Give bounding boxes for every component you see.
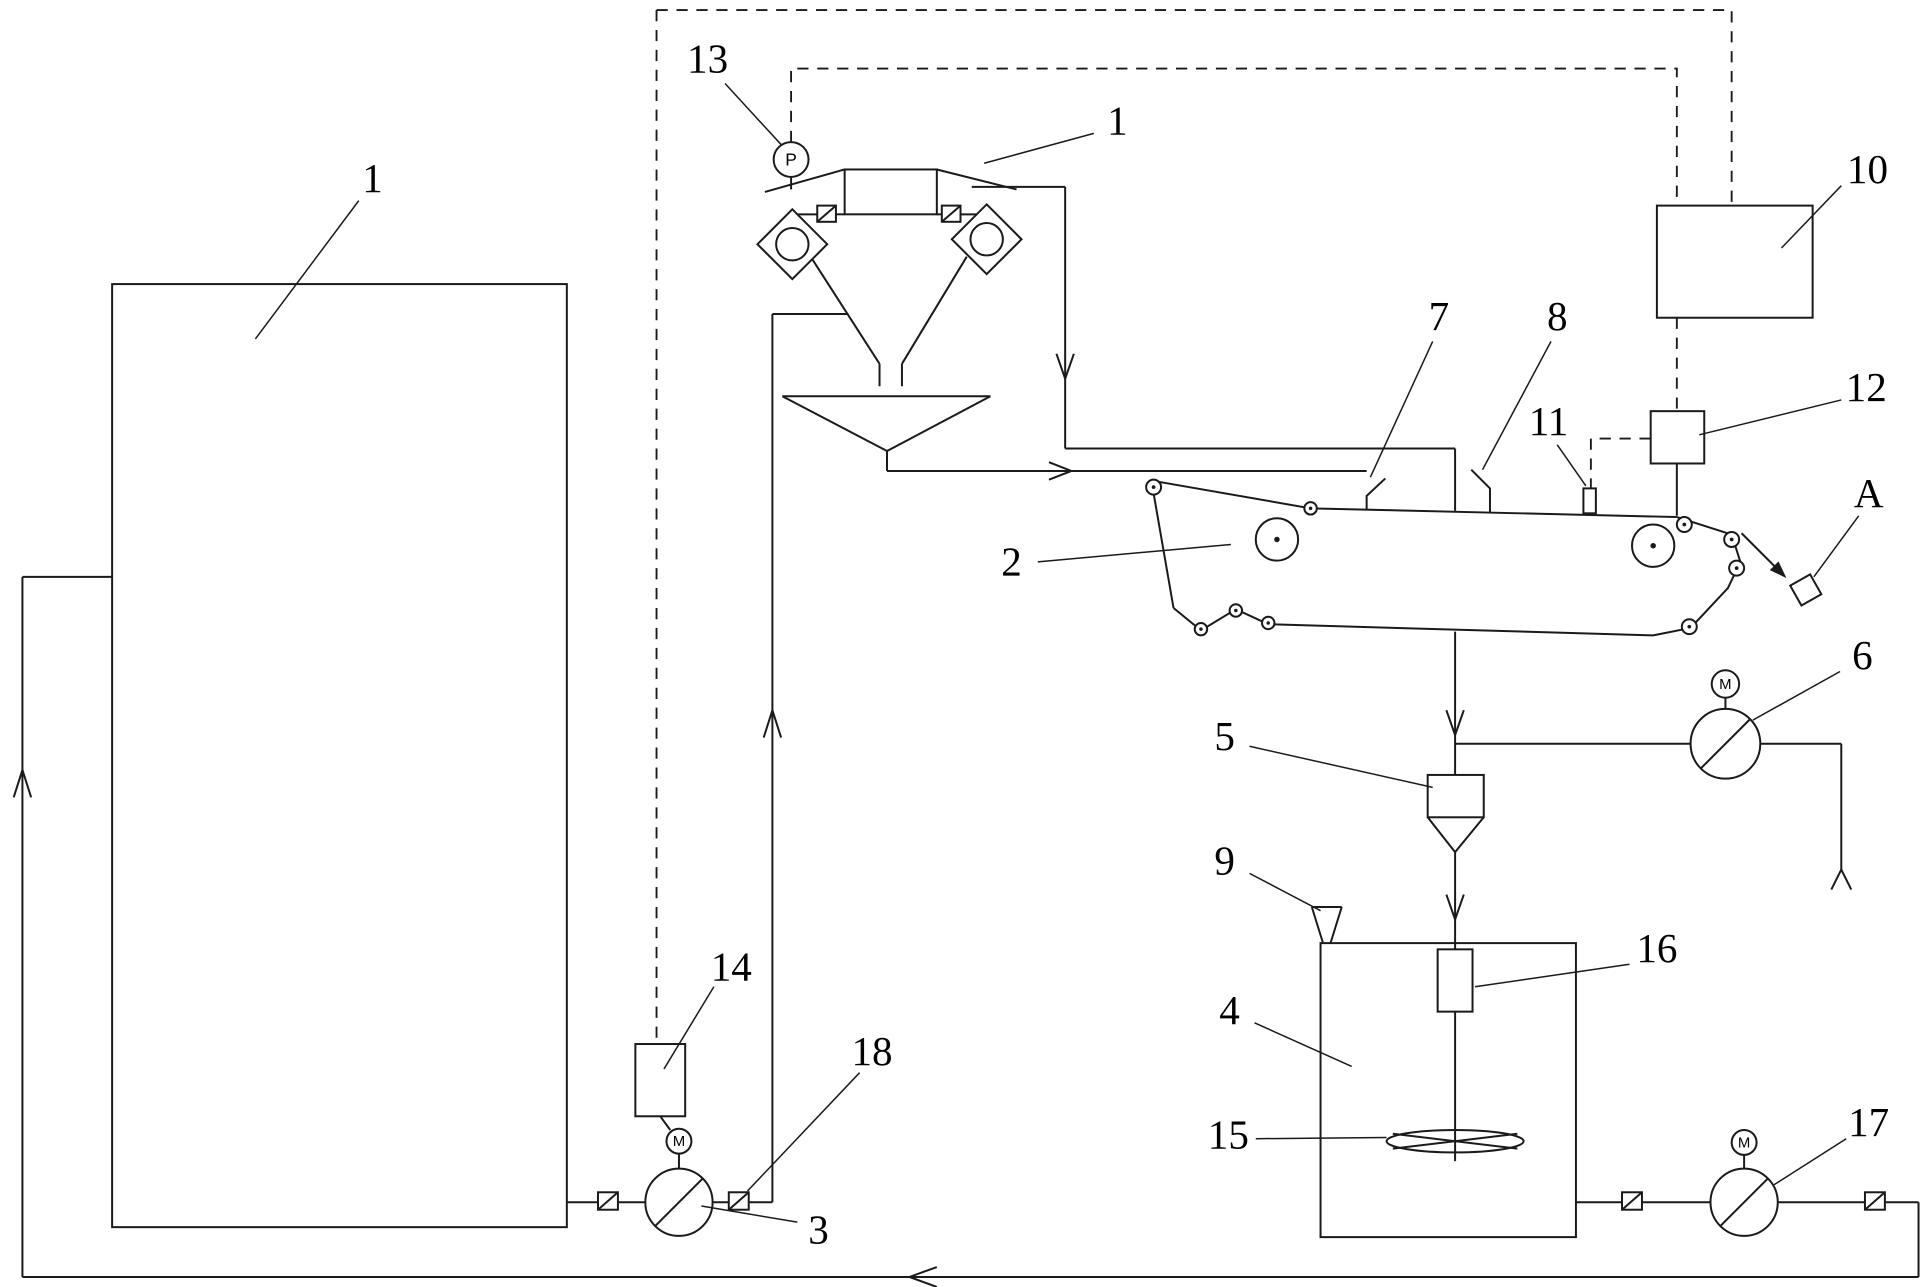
label-feed-pump: 3 xyxy=(808,1206,829,1252)
feed-pump: M xyxy=(644,1127,714,1237)
control-circuit xyxy=(634,9,1814,1131)
label-mixing-tank: 4 xyxy=(1219,987,1240,1033)
labels: 1 1 13 10 7 8 11 12 A 2 6 5 9 4 16 15 14… xyxy=(362,35,1889,1252)
label-inlet-fitting: 16 xyxy=(1636,925,1677,971)
discharge-pump-motor-letter: M xyxy=(1738,1134,1750,1151)
leader-lines xyxy=(254,83,1860,1223)
label-control-unit: 10 xyxy=(1847,146,1888,192)
mill-valve-right xyxy=(940,204,962,223)
sampling-point xyxy=(1740,532,1823,607)
agitator-impeller-blades xyxy=(1385,1128,1525,1154)
conveyor-head-pulley xyxy=(1630,523,1676,568)
arrow-up-feed-riser xyxy=(762,706,783,738)
chute-left-plate xyxy=(1365,477,1387,510)
arrow-up-left-riser xyxy=(12,766,33,798)
fan-motor xyxy=(1710,669,1741,699)
pressure-gauge-letter: P xyxy=(785,150,797,170)
label-pressure-gauge: 13 xyxy=(687,35,728,81)
arrow-to-sample xyxy=(1769,561,1787,579)
label-exhaust-fan: 6 xyxy=(1852,632,1873,678)
label-sampling-point: A xyxy=(1854,470,1884,516)
roller-mill: P xyxy=(756,141,1075,449)
arrow-left-bottom-pipe xyxy=(906,1266,938,1287)
pressure-gauge: P xyxy=(772,141,810,190)
cyclone-hopper xyxy=(1426,742,1691,950)
arrow-down-to-tank xyxy=(1445,894,1465,923)
belt-conveyor xyxy=(1145,478,1746,637)
transfer-lines xyxy=(1065,447,1491,775)
pipe-valves xyxy=(596,1191,1886,1211)
main-piping xyxy=(12,312,1920,1287)
feed-pump-motor-letter: M xyxy=(673,1133,685,1150)
feed-funnel-body xyxy=(1310,905,1343,944)
instrument-box xyxy=(1649,410,1706,465)
mill-valve-left xyxy=(816,204,837,223)
conveyor-drive-pulley xyxy=(1254,517,1300,562)
label-belt-conveyor: 2 xyxy=(1001,539,1022,585)
exhaust-fan: M xyxy=(1689,669,1853,890)
storage-tank xyxy=(111,283,568,1229)
label-instrument-box: 12 xyxy=(1846,364,1887,410)
control-unit-box xyxy=(1655,204,1814,319)
label-chute-left: 7 xyxy=(1429,293,1450,339)
label-sensor-probe: 11 xyxy=(1529,398,1569,444)
fan-motor-letter: M xyxy=(1719,676,1731,693)
valve-before-feed-pump xyxy=(596,1191,619,1211)
chute-right-plate xyxy=(1470,469,1491,513)
collection-funnel xyxy=(781,395,1367,481)
label-storage-tank: 1 xyxy=(362,155,383,201)
valve-before-discharge-pump xyxy=(1621,1191,1643,1211)
arrow-right-transfer xyxy=(1048,461,1075,481)
feed-pump-motor xyxy=(665,1127,693,1155)
label-chute-right: 8 xyxy=(1547,293,1568,339)
label-roller-mill: 1 xyxy=(1107,98,1128,144)
mill-feed-box xyxy=(843,168,938,216)
label-inline-device: 14 xyxy=(711,943,752,989)
sample-device xyxy=(1788,573,1823,607)
label-valve-18: 18 xyxy=(852,1028,893,1074)
valve-after-feed-pump xyxy=(727,1191,750,1211)
label-agitator-impeller: 15 xyxy=(1208,1112,1249,1158)
label-feed-funnel: 9 xyxy=(1214,838,1235,884)
discharge-pump-motor xyxy=(1730,1128,1758,1156)
inline-device-box xyxy=(634,1043,687,1118)
mixing-tank xyxy=(1310,905,1577,1239)
valve-after-discharge-pump xyxy=(1863,1191,1886,1211)
arrow-down-to-cyclone xyxy=(1445,709,1465,739)
discharge-pump: M xyxy=(1709,1128,1779,1237)
label-cyclone-hopper: 5 xyxy=(1214,713,1235,759)
conveyor-idlers xyxy=(1145,478,1746,637)
mill-roller-left xyxy=(756,207,829,281)
arrow-down-mill-outlet xyxy=(1055,353,1075,382)
inlet-fitting-body xyxy=(1436,948,1474,1013)
mill-roller-right xyxy=(950,202,1023,276)
sensor-probe-body xyxy=(1582,487,1597,515)
label-discharge-pump: 17 xyxy=(1848,1099,1889,1145)
